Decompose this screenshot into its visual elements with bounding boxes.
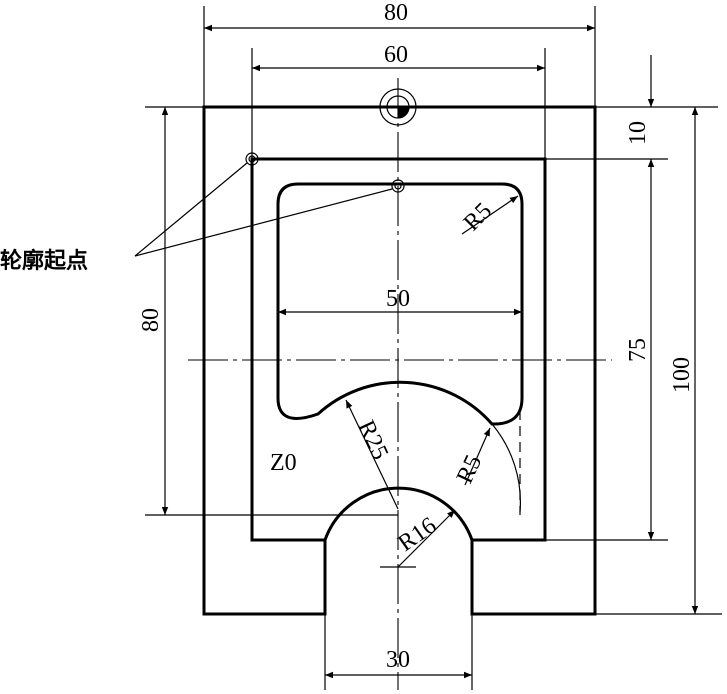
dim-top-offset: 10	[625, 121, 651, 145]
radius-notch: R16	[394, 513, 442, 557]
dim-pocket-width: 50	[386, 286, 410, 312]
radius-arc-fillet: R5	[452, 451, 487, 487]
dim-notch-width: 30	[386, 647, 410, 673]
dimension-lines	[161, 24, 699, 679]
origin-symbol	[379, 88, 417, 126]
leader-line	[134, 162, 248, 257]
dim-top-outer-width: 80	[384, 0, 408, 26]
dim-top-inner-width: 60	[384, 42, 408, 68]
radius-pocket-corner: R5	[459, 198, 497, 236]
contour-start-label: 轮廓起点	[0, 248, 88, 274]
arc-extension	[491, 423, 521, 513]
start-point-marker	[391, 179, 405, 193]
pocket-contour	[276, 182, 524, 426]
inner-contour	[250, 157, 547, 542]
dim-inner-height: 75	[625, 338, 651, 362]
dim-outer-height: 100	[669, 357, 695, 393]
leader-line	[134, 188, 393, 257]
radius-arc-large: R25	[353, 417, 393, 464]
dim-left-height: 80	[138, 308, 164, 332]
z0-label: Z0	[270, 450, 297, 476]
